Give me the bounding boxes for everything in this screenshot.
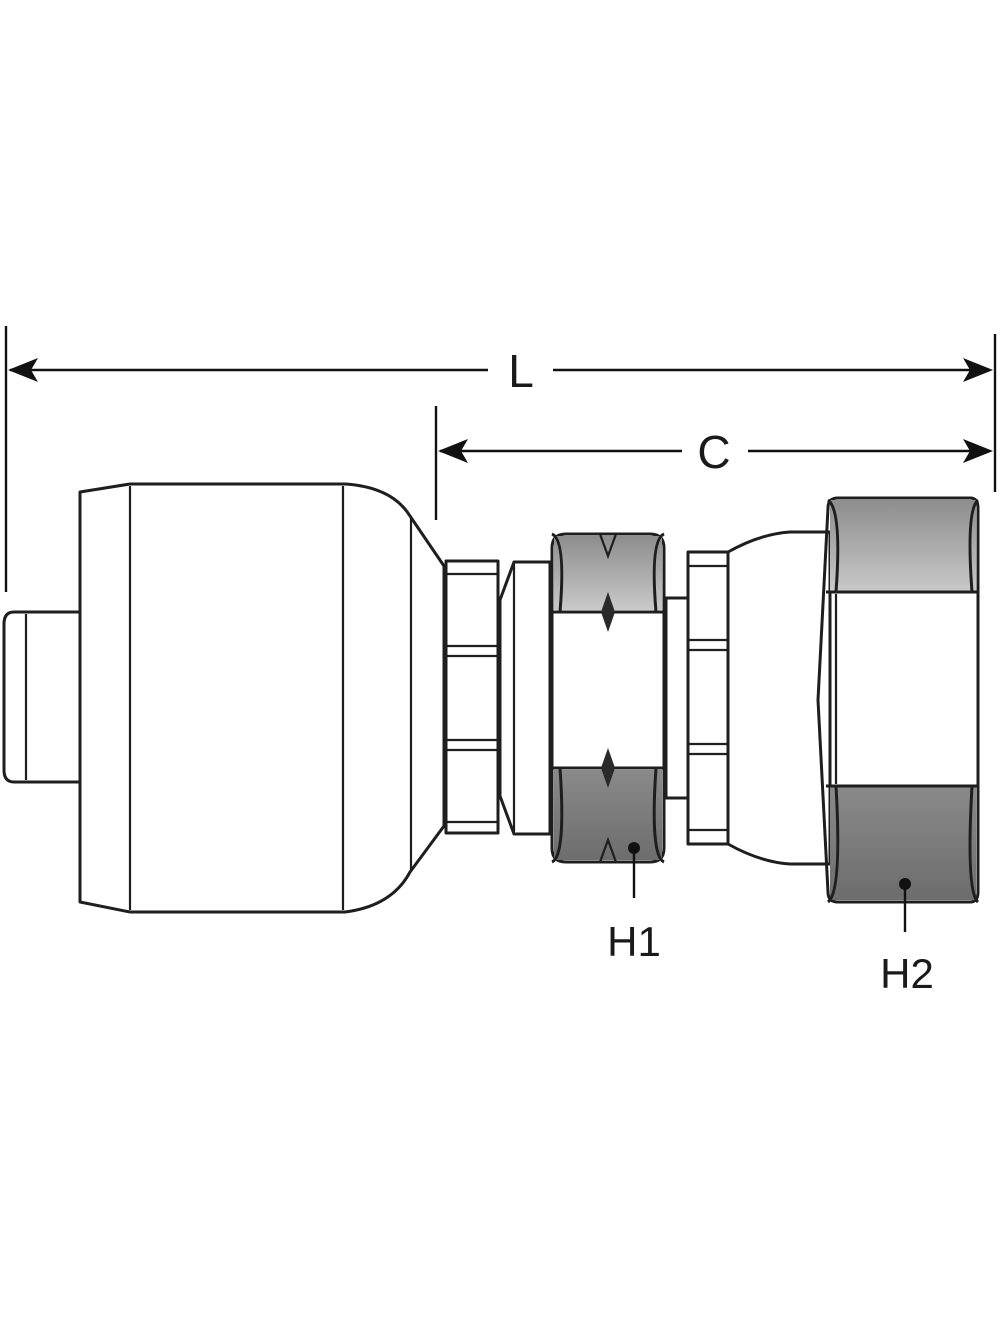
c-label: C xyxy=(697,426,730,478)
h1-label: H1 xyxy=(607,918,661,965)
collar-ring xyxy=(444,559,500,835)
h2-label: H2 xyxy=(880,950,934,997)
hose-stem xyxy=(2,610,82,784)
hex-nut-h2 xyxy=(816,496,980,932)
dimension-C: C xyxy=(434,406,993,520)
swivel-shoulder xyxy=(726,530,832,866)
c-arrow-left xyxy=(438,439,468,463)
l-arrow-left xyxy=(8,358,38,382)
cone-seat xyxy=(498,560,552,836)
l-arrow-right xyxy=(963,358,993,382)
hex-nut-h1 xyxy=(550,532,666,898)
l-label: L xyxy=(508,345,534,397)
ferrule-socket xyxy=(78,482,446,914)
swivel-ring xyxy=(686,550,730,846)
c-arrow-right xyxy=(963,439,993,463)
swivel-neck xyxy=(664,596,690,800)
dimension-L: L xyxy=(4,326,997,592)
